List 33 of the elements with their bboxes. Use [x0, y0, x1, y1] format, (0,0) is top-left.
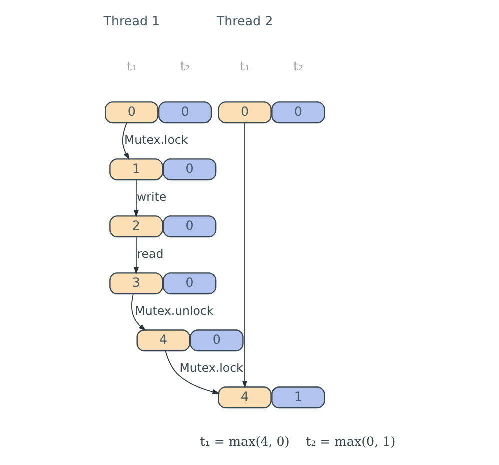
node-box: 4 [218, 386, 272, 409]
arrow [164, 350, 220, 395]
node-box: 1 [109, 158, 163, 181]
arrow [131, 294, 146, 332]
node-box: 0 [271, 102, 325, 124]
edge-label: Mutex.unlock [134, 304, 214, 318]
edge-label: Mutex.lock [124, 133, 188, 148]
node-box: 0 [162, 216, 216, 238]
edge-label: write [136, 190, 166, 204]
label: t₂ [180, 58, 190, 74]
label: Thread 1 [103, 13, 160, 28]
edge-label: Mutex.lock [179, 361, 243, 376]
node-box: 0 [218, 102, 272, 124]
arrow [242, 122, 248, 388]
label: Thread 2 [216, 13, 273, 28]
node-box: 1 [271, 386, 325, 409]
node-box: 0 [158, 102, 212, 124]
node-box: 0 [104, 102, 158, 124]
label: t₁ [126, 58, 136, 74]
label: t₁ [239, 58, 250, 74]
node-box: 2 [109, 216, 163, 238]
edge-label: read [136, 247, 164, 262]
arrow [133, 236, 138, 275]
label: t₁ = max(4, 0) [200, 434, 290, 450]
label: t₂ = max(0, 1) [306, 434, 396, 450]
label: t₂ [292, 58, 303, 74]
arrow [133, 180, 138, 218]
node-box: 0 [162, 272, 216, 295]
node-box: 3 [109, 272, 163, 295]
node-box: 4 [136, 330, 190, 352]
arrow [122, 122, 130, 160]
node-box: 0 [162, 158, 216, 181]
node-box: 0 [190, 330, 244, 352]
